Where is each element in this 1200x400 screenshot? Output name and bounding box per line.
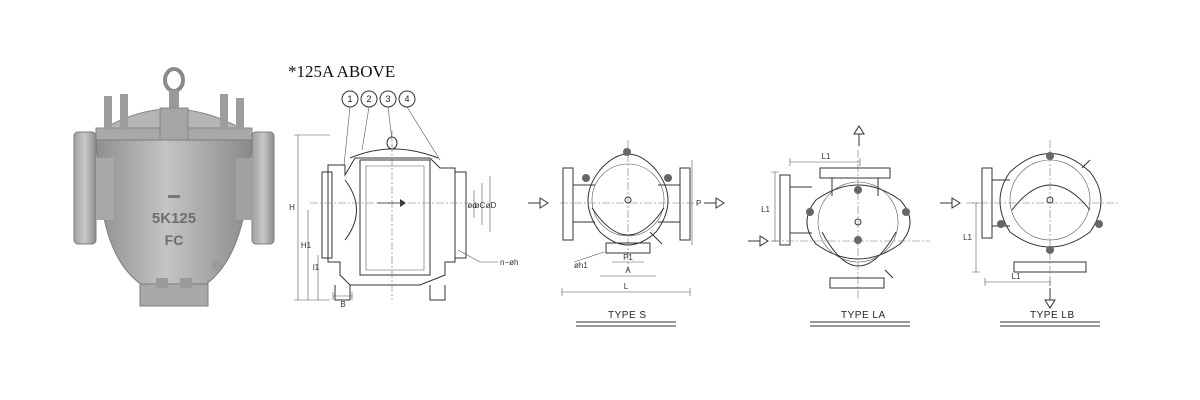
dim-n-phi-h: n−øh xyxy=(500,258,518,267)
callout-4: 4 xyxy=(404,94,409,104)
cast-size-marking: 5K125 xyxy=(152,210,196,227)
callout-group: 1 2 3 4 xyxy=(341,90,441,166)
dim-P: P xyxy=(696,199,701,208)
dim-phi-d: ød xyxy=(467,201,476,210)
dim-P1: P1 xyxy=(623,253,633,262)
strainer-foot xyxy=(139,283,209,307)
type-la-label: TYPE LA xyxy=(841,310,886,321)
callout-2: 2 xyxy=(366,94,371,104)
dim-phi-C: øC xyxy=(475,201,486,210)
cast-material-marking: FC xyxy=(165,232,184,248)
dim-H: H xyxy=(289,203,295,212)
callout-1: 1 xyxy=(347,94,352,104)
dim-B: B xyxy=(340,300,345,309)
dim-phi-D: øD xyxy=(486,201,497,210)
note-125a-above: *125A ABOVE xyxy=(288,62,396,81)
dim-l1: l1 xyxy=(313,263,320,272)
callout-3: 3 xyxy=(385,94,390,104)
dim-phi-h1: øh1 xyxy=(574,261,588,270)
dim-A: A xyxy=(625,266,631,275)
dim-L: L xyxy=(624,282,629,291)
type-lb-label: TYPE LB xyxy=(1030,310,1075,321)
dim-L1-bottom: L1 xyxy=(1012,272,1021,281)
dim-L1-side: L1 xyxy=(761,205,770,214)
dim-L1-top: L1 xyxy=(822,152,831,161)
dim-H1: H1 xyxy=(301,241,312,250)
type-s-label: TYPE S xyxy=(608,310,647,321)
dim-L1-side-lb: L1 xyxy=(963,233,972,242)
